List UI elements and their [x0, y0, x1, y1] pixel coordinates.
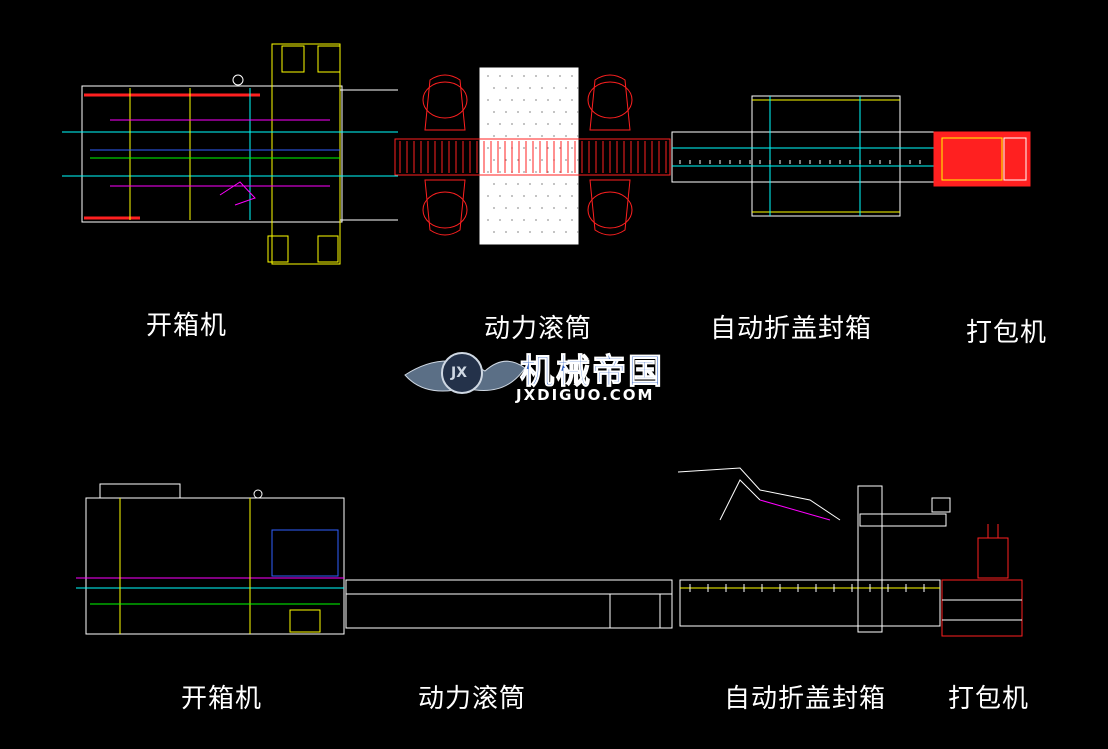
top-auto-folding-sealer: [671, 95, 935, 217]
watermark-logo: [404, 352, 526, 394]
label-top-auto-folding-sealer: 自动折盖封箱: [710, 314, 873, 344]
label-bottom-power-roller: 动力滚筒: [418, 684, 527, 714]
label-top-box-opener: 开箱机: [146, 311, 228, 341]
top-power-roller: [394, 67, 671, 245]
watermark-url: JXDIGUO.COM: [516, 386, 655, 404]
label-bottom-box-opener: 开箱机: [181, 684, 263, 714]
watermark-title: 机械帝国: [520, 352, 664, 393]
label-top-strapping-machine: 打包机: [966, 318, 1048, 348]
top-plan-view: [62, 43, 1031, 265]
side-power-roller: [345, 579, 673, 629]
top-strapping-machine: [933, 131, 1031, 187]
label-bottom-auto-folding-sealer: 自动折盖封箱: [724, 684, 887, 714]
watermark-logo-text: JX: [451, 365, 468, 381]
top-box-opener: [62, 43, 398, 265]
label-top-power-roller: 动力滚筒: [484, 314, 593, 344]
side-strapping-machine: [941, 524, 1023, 637]
side-box-opener: [76, 483, 345, 635]
label-bottom-strapping-machine: 打包机: [948, 684, 1030, 714]
side-auto-folding-sealer: [677, 467, 951, 633]
bottom-side-view: [76, 467, 1023, 637]
